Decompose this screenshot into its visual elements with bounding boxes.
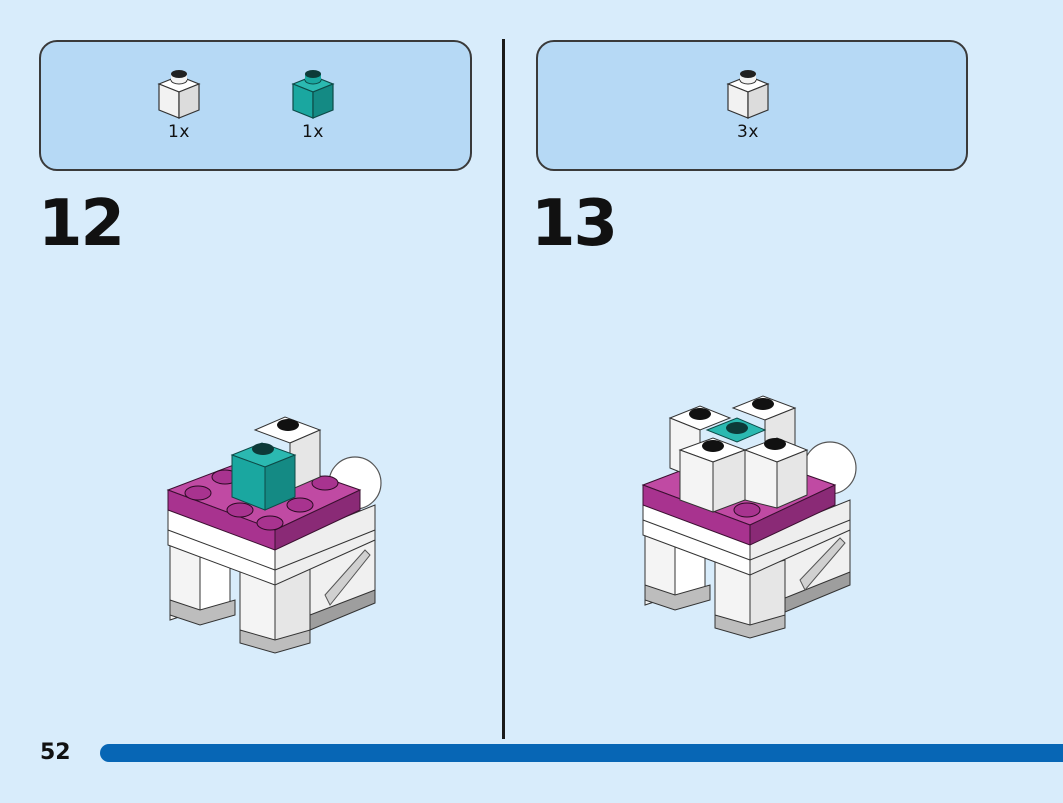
- parts-list-step-13: 3x: [536, 40, 968, 171]
- part-white-brick: 3x: [718, 68, 778, 142]
- page-footer-bar: [100, 744, 1063, 762]
- step-divider: [502, 39, 505, 739]
- part-qty: 1x: [168, 122, 190, 142]
- part-teal-brick: 1x: [283, 68, 343, 142]
- step-number-13: 13: [531, 187, 618, 261]
- white-1x1-brick-icon: [157, 70, 201, 119]
- page-number: 52: [40, 740, 71, 765]
- step-number-12: 12: [38, 187, 125, 261]
- parts-list-step-12: 1x 1x: [39, 40, 472, 171]
- teal-1x1-brick-icon: [291, 70, 335, 119]
- white-1x1-brick-icon: [726, 70, 770, 119]
- step-12-model-illustration: [166, 416, 382, 654]
- part-qty: 3x: [737, 122, 759, 142]
- part-white-brick: 1x: [149, 68, 209, 142]
- step-13-model-illustration: [641, 395, 857, 639]
- part-qty: 1x: [302, 122, 324, 142]
